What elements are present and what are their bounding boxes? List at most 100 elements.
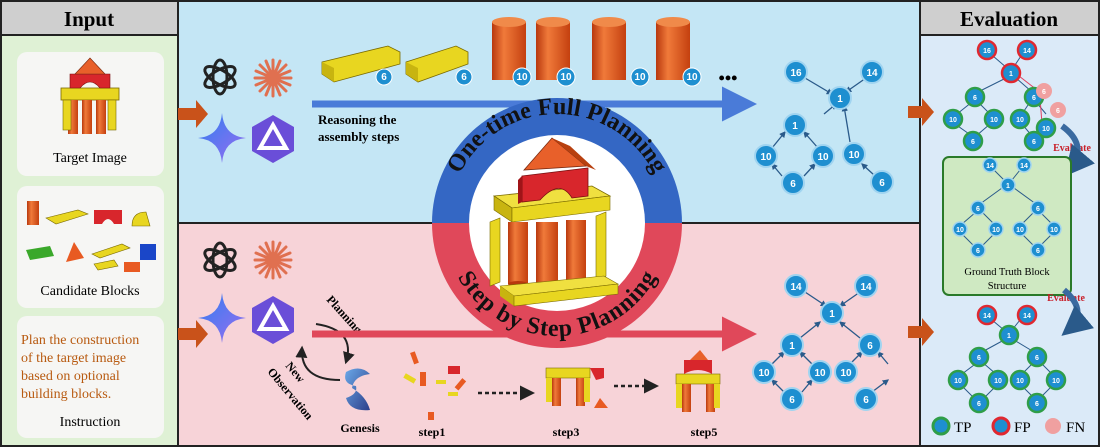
svg-text:6: 6 [789,395,795,406]
svg-text:1: 1 [837,94,843,105]
svg-text:6: 6 [863,395,869,406]
svg-text:TP: TP [954,420,972,436]
legend-fp: FP [991,416,1031,436]
svg-text:6: 6 [977,401,981,408]
svg-text:10: 10 [560,72,572,83]
sequence-badge: 10 [630,67,650,87]
gemini-icon [198,293,246,343]
svg-text:14: 14 [860,282,872,293]
svg-text:14: 14 [1023,48,1031,55]
eval-node: 6 [1026,346,1048,368]
evaluate-label-top: Evaluate [1053,143,1091,154]
step3-label: step3 [553,425,580,439]
eval-node: 14 [1016,304,1038,326]
eval-node: 10 [942,108,964,130]
top-to-eval-arrow [908,98,934,126]
svg-text:6: 6 [1036,248,1040,255]
graph-node: 10 [808,360,832,384]
gt-node: 14 [982,157,998,173]
instruction-caption: Instruction [60,415,121,430]
sequence-badge: 6 [375,68,393,86]
candidate-blocks-caption: Candidate Blocks [40,284,139,299]
eval-node: 6 [0,0,4,2]
bottom-output-graph [771,291,890,393]
instruction-line-2: of the target image [21,351,126,366]
gt-caption-2: Structure [988,281,1027,292]
graph-node: 10 [842,142,866,166]
svg-text:6: 6 [1056,108,1060,115]
gt-node: 10 [988,221,1004,237]
input-column: Input Target Image Candi [0,0,179,447]
eval-node: 6 [968,346,990,368]
sequence-badge: 10 [682,67,702,87]
svg-text:6: 6 [1035,355,1039,362]
svg-text:6: 6 [461,72,467,83]
evaluate-arrow-bottom [1061,287,1095,336]
svg-text:1: 1 [1009,71,1013,78]
svg-text:14: 14 [986,163,994,170]
svg-text:1: 1 [792,121,798,132]
gt-node: 6 [970,242,986,258]
graph-node: 6 [781,171,805,195]
svg-text:10: 10 [994,378,1002,385]
input-title: Input [64,7,114,31]
step5-image [675,350,721,412]
gt-node: 10 [952,221,968,237]
eval-node: 1 [998,324,1020,346]
graph-node: 1 [828,86,852,110]
openai-icon [203,58,237,96]
claude-icon [253,240,293,280]
svg-text:6: 6 [879,178,885,189]
svg-text:16: 16 [790,68,802,79]
svg-text:FP: FP [1014,420,1031,436]
svg-text:6: 6 [790,179,796,190]
gt-caption-1: Ground Truth Block [964,267,1050,278]
svg-text:10: 10 [1016,227,1024,234]
svg-text:16: 16 [983,48,991,55]
openai-icon [203,241,237,279]
assembly-sequence: 6 6 10 10 10 10 ••• [321,17,737,88]
top-panel: 6 6 10 10 10 10 ••• Reasoning the assemb… [177,0,921,224]
svg-text:14: 14 [1023,313,1031,320]
target-image [60,57,120,134]
graph-node: 14 [860,60,884,84]
svg-text:14: 14 [866,68,878,79]
step5-label: step5 [691,425,718,439]
genesis-icon [345,368,370,411]
graph-node: 6 [870,170,894,194]
eval-node: 6 [962,130,984,152]
instruction-card [17,316,164,438]
gt-node: 6 [970,200,986,216]
svg-text:14: 14 [983,313,991,320]
eval-node: 10 [987,369,1009,391]
svg-text:6: 6 [1042,89,1046,96]
eval-node: 10 [1045,369,1067,391]
svg-text:6: 6 [381,72,387,83]
center-arc: One-time Full Planning Step by Step Plan… [432,94,682,348]
svg-text:14: 14 [790,282,802,293]
svg-text:6: 6 [971,139,975,146]
candidate-blocks [26,201,156,272]
svg-text:10: 10 [949,117,957,124]
eval-top-graph: 16 14 1 6 6 6 6 10 10 10 10 6 6 [942,39,1066,152]
svg-text:6: 6 [1035,401,1039,408]
svg-text:10: 10 [992,227,1000,234]
graph-node: 10 [754,144,778,168]
svg-text:10: 10 [1042,126,1050,133]
graph-node: 6 [854,387,878,411]
graph-node: 1 [780,333,804,357]
eval-node: 10 [1009,369,1031,391]
graph-node: 1 [820,301,844,325]
eval-node: 6 [1036,83,1052,99]
eval-node: 1 [1000,62,1022,84]
instruction-line-4: building blocks. [21,387,111,402]
eval-node: 10 [983,108,1005,130]
graph-node: 14 [854,274,878,298]
input-to-bottom-arrow [178,320,208,348]
genesis-label: Genesis [340,421,380,435]
svg-text:10: 10 [990,117,998,124]
gt-node: 6 [1030,242,1046,258]
gt-graph: 14 14 1 6 6 10 10 10 10 6 6 [952,157,1062,258]
svg-text:6: 6 [1036,206,1040,213]
svg-text:1: 1 [1007,333,1011,340]
